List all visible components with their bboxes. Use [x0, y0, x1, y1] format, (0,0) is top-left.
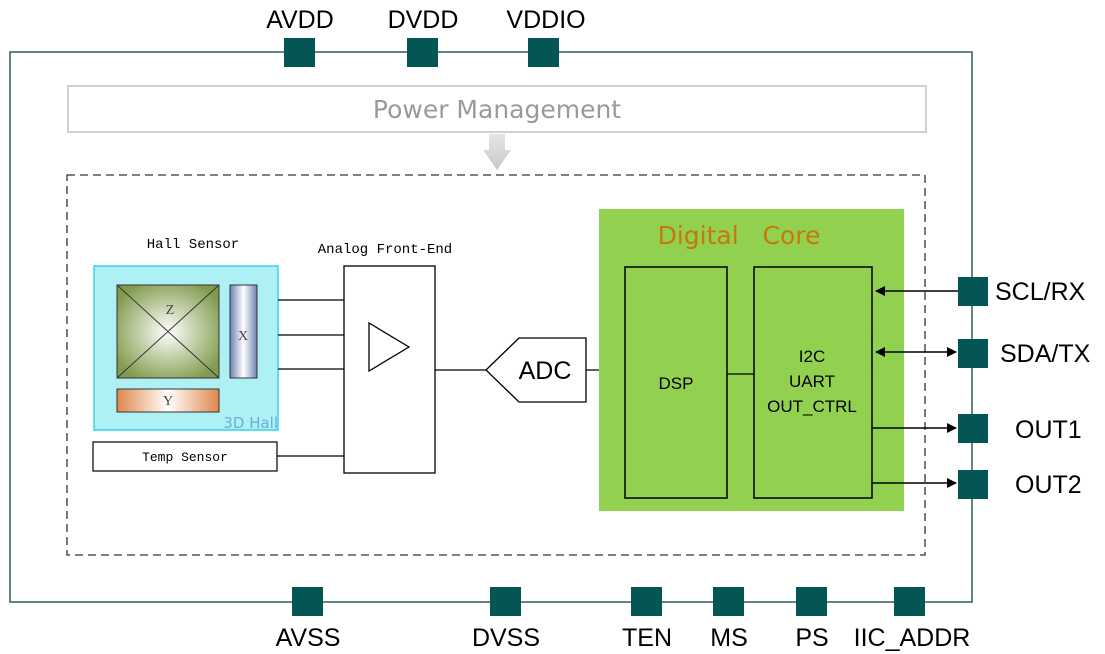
pin-iic-addr — [894, 587, 925, 616]
pin-avss — [292, 587, 323, 616]
pin-label-dvss: DVSS — [472, 624, 540, 652]
pin-scl-rx — [958, 277, 988, 306]
hall-z-cross-b — [116, 284, 220, 379]
analog-digital-region — [66, 174, 926, 556]
hall-sensor-title: Hall Sensor — [147, 237, 239, 253]
pin-out2 — [958, 470, 988, 499]
io-label-out-ctrl: OUT_CTRL — [767, 397, 857, 416]
pin-label-ms: MS — [710, 624, 748, 652]
pin-label-scl-rx: SCL/RX — [995, 278, 1086, 306]
top-pins: AVDD DVDD VDDIO — [266, 6, 586, 67]
hall-x-element — [229, 284, 258, 379]
amplifier-icon — [368, 321, 411, 373]
pin-sda-tx — [958, 339, 988, 368]
hall-x-label: X — [238, 329, 248, 344]
pin-dvss — [490, 587, 521, 616]
pin-ps — [796, 587, 827, 616]
power-management-arrow — [483, 134, 511, 170]
afe-block — [343, 265, 436, 474]
pin-label-iic-addr: IIC_ADDR — [854, 624, 971, 652]
pin-ms — [713, 587, 744, 616]
dsp-label: DSP — [659, 374, 694, 393]
hall-y-element — [116, 388, 220, 413]
pin-label-avdd: AVDD — [266, 6, 334, 34]
dsp-block — [624, 266, 728, 499]
pin-dvdd — [407, 38, 438, 67]
pin-label-dvdd: DVDD — [388, 6, 459, 34]
power-management-label: Power Management — [373, 95, 621, 124]
pin-label-out1: OUT1 — [1015, 416, 1082, 444]
pin-ten — [631, 587, 662, 616]
bottom-pins: AVSS DVSS TEN MS PS IIC_ADDR — [276, 587, 971, 652]
pin-out1 — [958, 414, 988, 443]
pin-label-out2: OUT2 — [1015, 471, 1082, 499]
temp-sensor-block — [92, 441, 278, 472]
pin-vddio — [528, 38, 559, 67]
pin-label-avss: AVSS — [276, 624, 341, 652]
digital-core-title: Digital Core — [658, 221, 821, 250]
right-pins: SCL/RX SDA/TX OUT1 OUT2 — [958, 277, 1091, 499]
power-management-block — [67, 85, 927, 133]
io-label-uart: UART — [789, 372, 835, 391]
io-block — [753, 266, 873, 499]
hall-3d-label: 3D Hall — [223, 414, 278, 432]
digital-core-block — [599, 209, 904, 511]
pin-label-sda-tx: SDA/TX — [1000, 340, 1091, 368]
sensor-wires — [277, 299, 344, 457]
temp-sensor-label: Temp Sensor — [142, 450, 228, 465]
afe-title: Analog Front-End — [318, 242, 452, 258]
hall-z-label: Z — [166, 303, 175, 318]
pin-label-ten: TEN — [622, 624, 672, 652]
hall-y-label: Y — [163, 394, 173, 409]
pin-label-vddio: VDDIO — [506, 6, 585, 34]
pin-label-ps: PS — [795, 624, 828, 652]
adc-label: ADC — [519, 357, 572, 385]
io-label-i2c: I2C — [799, 347, 825, 366]
pin-avdd — [284, 38, 315, 67]
io-arrows — [872, 286, 958, 488]
